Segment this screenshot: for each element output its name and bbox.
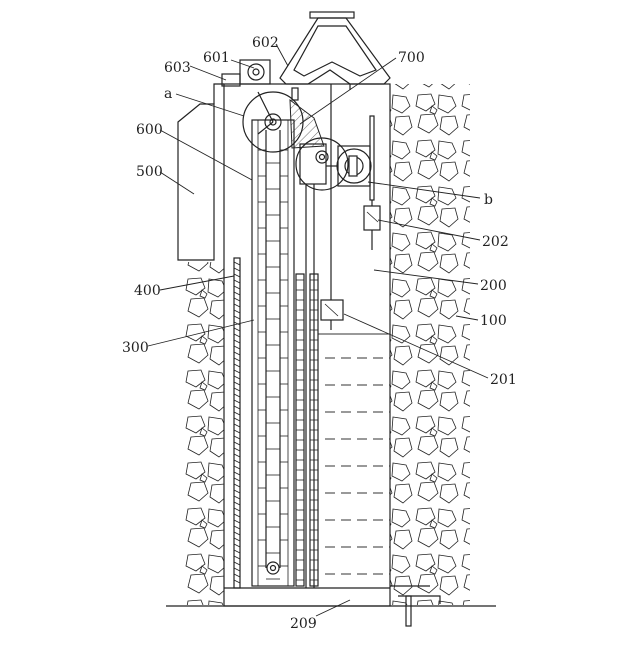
rung-line — [234, 442, 240, 445]
rung-line — [234, 334, 240, 337]
rung-line — [234, 412, 240, 415]
rung-line — [234, 550, 240, 553]
label-601: 601 — [203, 50, 230, 66]
rung-line — [234, 388, 240, 391]
rung-line — [234, 274, 240, 277]
rung-line — [234, 430, 240, 433]
rung-line — [234, 280, 240, 283]
rung-line — [234, 346, 240, 349]
label-603: 603 — [164, 60, 191, 76]
label-602: 602 — [252, 35, 279, 51]
rung-line — [234, 538, 240, 541]
rung-line — [234, 406, 240, 409]
rung-line — [234, 514, 240, 517]
float-201 — [321, 300, 343, 330]
rung-line — [234, 424, 240, 427]
label-209: 209 — [290, 616, 317, 632]
chain-conveyor — [252, 120, 294, 586]
label-700: 700 — [398, 50, 425, 66]
right-rack — [296, 274, 318, 586]
rung-line — [234, 262, 240, 265]
rung-line — [234, 286, 240, 289]
label-300: 300 — [122, 340, 149, 356]
rung-line — [234, 490, 240, 493]
rung-line — [234, 328, 240, 331]
rung-line — [234, 532, 240, 535]
bottom-sprocket — [267, 562, 279, 574]
rung-line — [234, 574, 240, 577]
rung-line — [234, 502, 240, 505]
side-housing — [178, 74, 240, 260]
rung-line — [234, 496, 240, 499]
label-100: 100 — [480, 313, 507, 329]
rung-line — [234, 562, 240, 565]
rung-line — [234, 544, 240, 547]
rock-strata-left — [184, 262, 224, 605]
rung-line — [234, 394, 240, 397]
rung-line — [234, 478, 240, 481]
label-500: 500 — [136, 164, 163, 180]
rung-line — [234, 364, 240, 367]
rung-line — [234, 466, 240, 469]
rung-line — [234, 310, 240, 313]
rung-line — [234, 382, 240, 385]
rung-line — [234, 556, 240, 559]
tank-body — [224, 84, 390, 606]
left-rack — [234, 258, 240, 588]
rung-line — [234, 460, 240, 463]
rung-line — [234, 298, 240, 301]
label-a: a — [164, 86, 172, 102]
rung-line — [234, 454, 240, 457]
label-201: 201 — [490, 372, 517, 388]
rung-line — [234, 268, 240, 271]
rung-line — [234, 472, 240, 475]
rung-line — [234, 436, 240, 439]
valve-mechanism-b — [296, 84, 374, 588]
rung-line — [234, 292, 240, 295]
label-b: b — [484, 192, 493, 208]
rung-line — [234, 304, 240, 307]
label-200: 200 — [480, 278, 507, 294]
rung-line — [234, 316, 240, 319]
rung-line — [234, 520, 240, 523]
label-202: 202 — [482, 234, 509, 250]
rung-line — [234, 376, 240, 379]
water-level — [318, 334, 390, 574]
rung-line — [234, 508, 240, 511]
rung-line — [234, 352, 240, 355]
rung-line — [234, 358, 240, 361]
rung-line — [234, 568, 240, 571]
label-400: 400 — [134, 283, 161, 299]
rock-strata-right — [390, 84, 470, 605]
rung-line — [234, 526, 240, 529]
rung-line — [234, 484, 240, 487]
hatched-bracket — [290, 100, 324, 148]
sensor-202 — [364, 200, 380, 250]
rung-line — [234, 370, 240, 373]
rung-line — [234, 400, 240, 403]
rung-line — [234, 418, 240, 421]
label-600: 600 — [136, 122, 163, 138]
rung-line — [234, 580, 240, 583]
rung-line — [234, 448, 240, 451]
rung-line — [234, 340, 240, 343]
